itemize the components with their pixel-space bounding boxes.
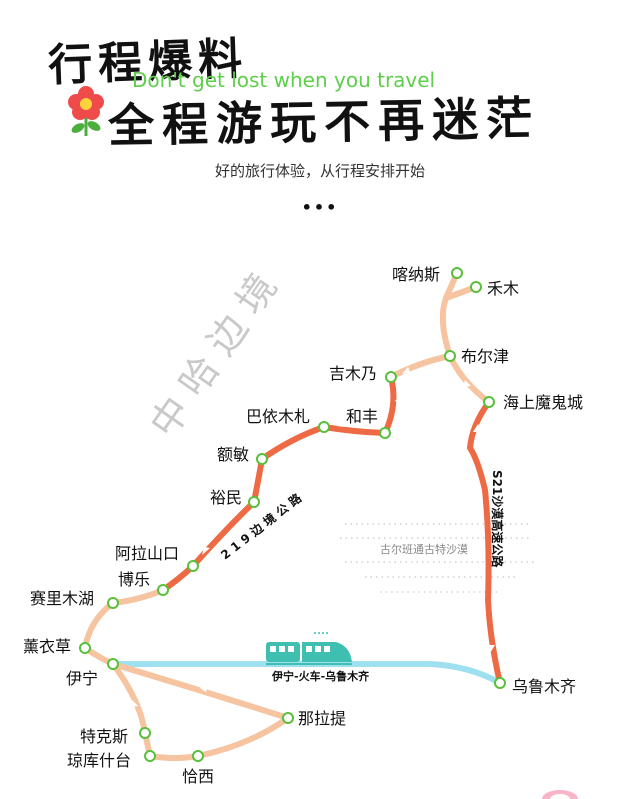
node-urumqi bbox=[494, 677, 506, 689]
node-nalati bbox=[282, 712, 294, 724]
route-nodes bbox=[79, 267, 506, 762]
peach-routes bbox=[82, 270, 492, 761]
place-urumqi: 乌鲁木齐 bbox=[512, 677, 576, 696]
ellipsis-dots: ••• bbox=[301, 198, 339, 217]
place-devil-city: 海上魔鬼城 bbox=[503, 393, 583, 412]
node-sayram bbox=[107, 597, 119, 609]
place-yumin: 裕民 bbox=[210, 488, 242, 507]
node-qiongkushitai bbox=[144, 750, 156, 762]
node-emin bbox=[256, 453, 268, 465]
english-subtitle: Don't get lost when you travel bbox=[132, 68, 436, 92]
node-hefeng bbox=[379, 427, 391, 439]
place-bayi: 巴依木札 bbox=[246, 407, 310, 426]
flower-icon bbox=[68, 86, 104, 136]
place-alashankou: 阿拉山口 bbox=[115, 544, 179, 563]
node-devil-city bbox=[483, 396, 495, 408]
node-bole bbox=[157, 584, 169, 596]
place-sayram: 赛里木湖 bbox=[30, 589, 94, 608]
node-hemu bbox=[470, 281, 482, 293]
place-burqin: 布尔津 bbox=[461, 347, 509, 366]
place-hemu: 禾木 bbox=[487, 279, 519, 298]
node-kanas bbox=[451, 267, 463, 279]
route-arrows bbox=[130, 310, 495, 707]
node-jimunai bbox=[385, 371, 397, 383]
train-icon bbox=[266, 632, 352, 665]
node-alashankou bbox=[187, 560, 199, 572]
node-burqin bbox=[444, 350, 456, 362]
desert-dotted-lines bbox=[340, 523, 535, 593]
train-label: 伊宁-火车-乌鲁木齐 bbox=[271, 669, 370, 683]
node-lavender bbox=[79, 642, 91, 654]
place-tekes: 特克斯 bbox=[80, 727, 128, 746]
tagline: 好的旅行体验，从行程安排开始 bbox=[214, 162, 425, 180]
place-lavender: 薰衣草 bbox=[23, 637, 71, 656]
road-s21-label: S21沙漠高速公路 bbox=[490, 470, 505, 568]
node-tekes bbox=[139, 727, 151, 739]
node-qiaxi bbox=[192, 750, 204, 762]
place-qiaxi: 恰西 bbox=[182, 767, 214, 786]
rail-line bbox=[110, 661, 503, 686]
decorative-pink-shape bbox=[542, 790, 578, 799]
place-emin: 额敏 bbox=[217, 445, 249, 464]
place-kanas: 喀纳斯 bbox=[392, 265, 440, 284]
node-yumin bbox=[248, 496, 260, 508]
node-yining bbox=[107, 658, 119, 670]
place-yining: 伊宁 bbox=[66, 669, 98, 688]
desert-label: 古尔班通古特沙漠 bbox=[380, 542, 468, 556]
place-bole: 博乐 bbox=[118, 570, 150, 589]
place-jimunai: 吉木乃 bbox=[329, 364, 377, 383]
orange-routes bbox=[160, 374, 503, 686]
node-bayi bbox=[318, 421, 330, 433]
place-nalati: 那拉提 bbox=[298, 709, 346, 728]
place-qiongkushitai: 琼库什台 bbox=[67, 751, 131, 770]
place-hefeng: 和丰 bbox=[346, 407, 378, 426]
